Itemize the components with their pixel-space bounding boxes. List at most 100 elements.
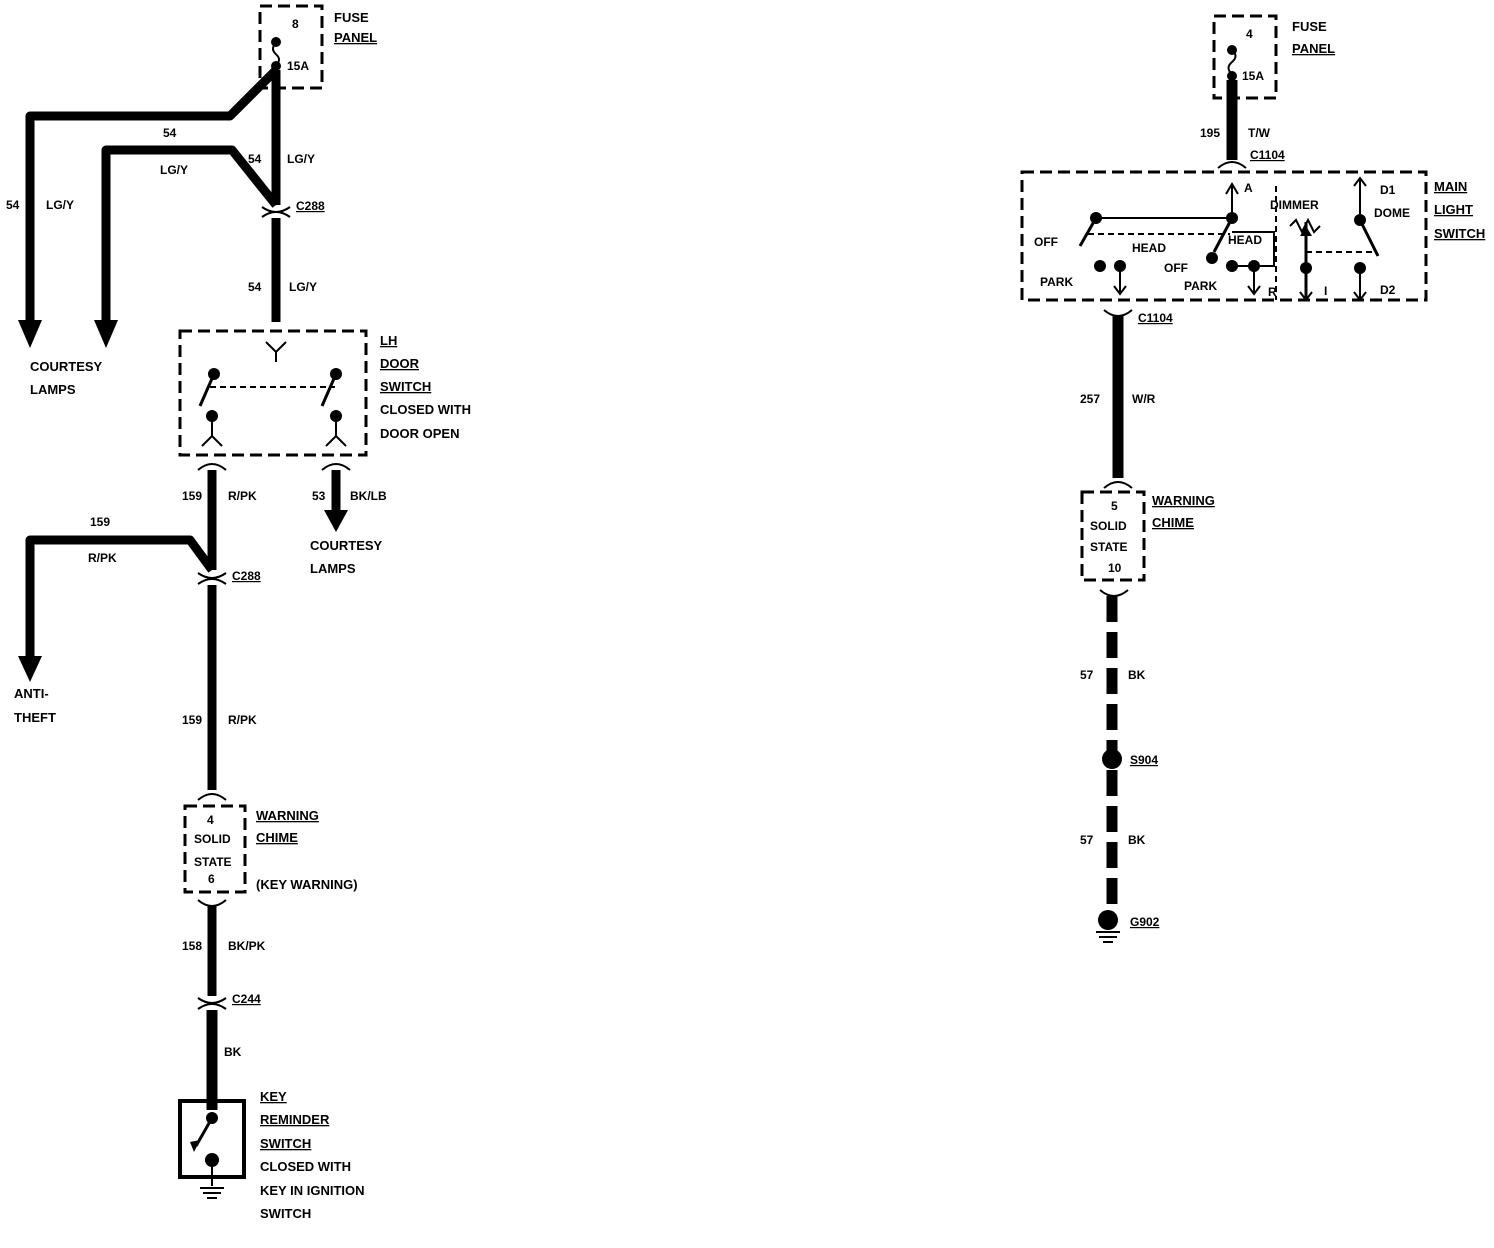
wire-54-courtesy-branch <box>101 145 280 320</box>
switch-park-2: PARK <box>1184 279 1217 293</box>
fuse-panel-title-1-right: FUSE <box>1292 19 1327 34</box>
door-switch-label-4: CLOSED WITH <box>380 402 471 417</box>
d1-label: D1 <box>1380 183 1396 197</box>
switch-head-2: HEAD <box>1228 233 1262 247</box>
fuse-rating-right: 15A <box>1242 69 1264 83</box>
wire-color-rpk-b: R/PK <box>88 551 117 565</box>
arrow-courtesy-right <box>324 510 348 532</box>
chime-pin-top-left: 4 <box>207 813 214 827</box>
chime-title-1-left: WARNING <box>256 808 319 823</box>
wire-number-53: 53 <box>312 489 326 503</box>
door-switch-label-5: DOOR OPEN <box>380 426 459 441</box>
pin-a-label: A <box>1244 181 1253 195</box>
wire-number-158: 158 <box>182 939 202 953</box>
pin-r-label: R <box>1268 285 1277 299</box>
switch-park-1: PARK <box>1040 275 1073 289</box>
d2-label: D2 <box>1380 283 1396 297</box>
courtesy-lamps-left-2: LAMPS <box>30 382 76 397</box>
main-switch-title-2: LIGHT <box>1434 202 1473 217</box>
chime-body-1-right: SOLID <box>1090 519 1127 533</box>
chime-pin-bottom-left: 6 <box>208 872 215 886</box>
wire-color-lgy-d: LG/Y <box>289 280 317 294</box>
pin-i-label: I <box>1324 284 1327 298</box>
chime-title-1-right: WARNING <box>1152 493 1215 508</box>
door-switch-label-3: SWITCH <box>380 379 431 394</box>
right-circuit: 4 15A FUSE PANEL 195 T/W C1104 A OFF HEA… <box>1020 14 1485 943</box>
wire-number-195: 195 <box>1200 126 1220 140</box>
chime-note-left: (KEY WARNING) <box>256 877 358 892</box>
warning-chime-box-left <box>183 804 247 894</box>
fuse-number-right: 4 <box>1246 27 1253 41</box>
wire-number-159-c: 159 <box>182 713 202 727</box>
switch-off-2: OFF <box>1164 261 1188 275</box>
wire-color-bk-a: BK <box>1128 668 1146 682</box>
fuse-rating-left: 15A <box>287 59 309 73</box>
lh-door-switch-box <box>178 329 368 457</box>
fuse-element-right <box>1227 49 1237 75</box>
door-switch-label-2: DOOR <box>380 356 420 371</box>
key-switch-label-6: SWITCH <box>260 1206 311 1221</box>
courtesy-lamps-right-2: LAMPS <box>310 561 356 576</box>
connector-c1104-top <box>1217 161 1247 169</box>
main-light-switch-box <box>1020 170 1428 302</box>
splice-label-s904: S904 <box>1130 753 1158 767</box>
wire-number-159-b: 159 <box>90 515 110 529</box>
anti-theft-label-2: THEFT <box>14 710 56 725</box>
switch-off-1: OFF <box>1034 235 1058 249</box>
arrow-anti-theft <box>18 656 42 682</box>
wire-number-57-a: 57 <box>1080 668 1094 682</box>
ground-symbol-left <box>200 1167 224 1199</box>
fuse-number-left: 8 <box>292 17 299 31</box>
connector-label-c1104-a: C1104 <box>1250 148 1285 162</box>
wire-color-bklb: BK/LB <box>350 489 387 503</box>
connector-label-c244: C244 <box>232 992 261 1006</box>
chime-body-2-left: STATE <box>194 855 232 869</box>
chime-body-2-right: STATE <box>1090 540 1128 554</box>
key-switch-label-1: KEY <box>260 1089 287 1104</box>
wire-number-54-b: 54 <box>248 152 262 166</box>
wire-color-rpk-c: R/PK <box>228 713 257 727</box>
connector-label-c1104-b: C1104 <box>1138 311 1173 325</box>
main-switch-title-3: SWITCH <box>1434 226 1485 241</box>
fuse-panel-title-1-left: FUSE <box>334 10 369 25</box>
wire-color-lgy-c: LG/Y <box>46 198 74 212</box>
connector-label-c288-b: C288 <box>232 569 261 583</box>
dimmer-label: DIMMER <box>1270 198 1319 212</box>
wire-color-rpk-a: R/PK <box>228 489 257 503</box>
fuse-panel-title-2-left: PANEL <box>334 30 377 45</box>
wire-54-courtesy-left <box>25 66 280 320</box>
wire-number-257: 257 <box>1080 392 1100 406</box>
wire-number-54-a: 54 <box>163 126 177 140</box>
wire-color-tw: T/W <box>1248 126 1271 140</box>
wire-color-lgy-a: LG/Y <box>287 152 315 166</box>
wire-color-bk-b: BK <box>1128 833 1146 847</box>
key-switch-label-5: KEY IN IGNITION <box>260 1183 365 1198</box>
chime-body-1-left: SOLID <box>194 832 231 846</box>
ground-label-g902: G902 <box>1130 915 1160 929</box>
chime-title-2-right: CHIME <box>1152 515 1194 530</box>
connector-c244 <box>197 997 227 1004</box>
arrow-courtesy-branch <box>94 320 118 348</box>
wire-number-159-a: 159 <box>182 489 202 503</box>
chime-pin-bottom-right: 10 <box>1108 561 1122 575</box>
wire-color-wr: W/R <box>1132 392 1156 406</box>
wire-color-lgy-b: LG/Y <box>160 163 188 177</box>
chime-pin-top-right: 5 <box>1111 499 1118 513</box>
main-switch-title-1: MAIN <box>1434 179 1467 194</box>
wire-number-54-d: 54 <box>248 280 262 294</box>
dome-label: DOME <box>1374 206 1410 220</box>
chime-title-2-left: CHIME <box>256 830 298 845</box>
key-switch-label-2: REMINDER <box>260 1112 330 1127</box>
anti-theft-label-1: ANTI- <box>14 686 49 701</box>
left-circuit: 8 15A FUSE PANEL C288 54 54 LG/Y LG/Y 54… <box>6 4 471 1221</box>
wire-number-54-c: 54 <box>6 198 20 212</box>
fuse-terminal-top-left <box>271 37 281 47</box>
key-switch-label-4: CLOSED WITH <box>260 1159 351 1174</box>
connector-c288-bottom <box>197 572 227 579</box>
wire-number-57-b: 57 <box>1080 833 1094 847</box>
connector-label-c288-a: C288 <box>296 199 325 213</box>
courtesy-lamps-left-1: COURTESY <box>30 359 103 374</box>
warning-chime-box-right <box>1080 490 1146 582</box>
key-switch-label-3: SWITCH <box>260 1136 311 1151</box>
